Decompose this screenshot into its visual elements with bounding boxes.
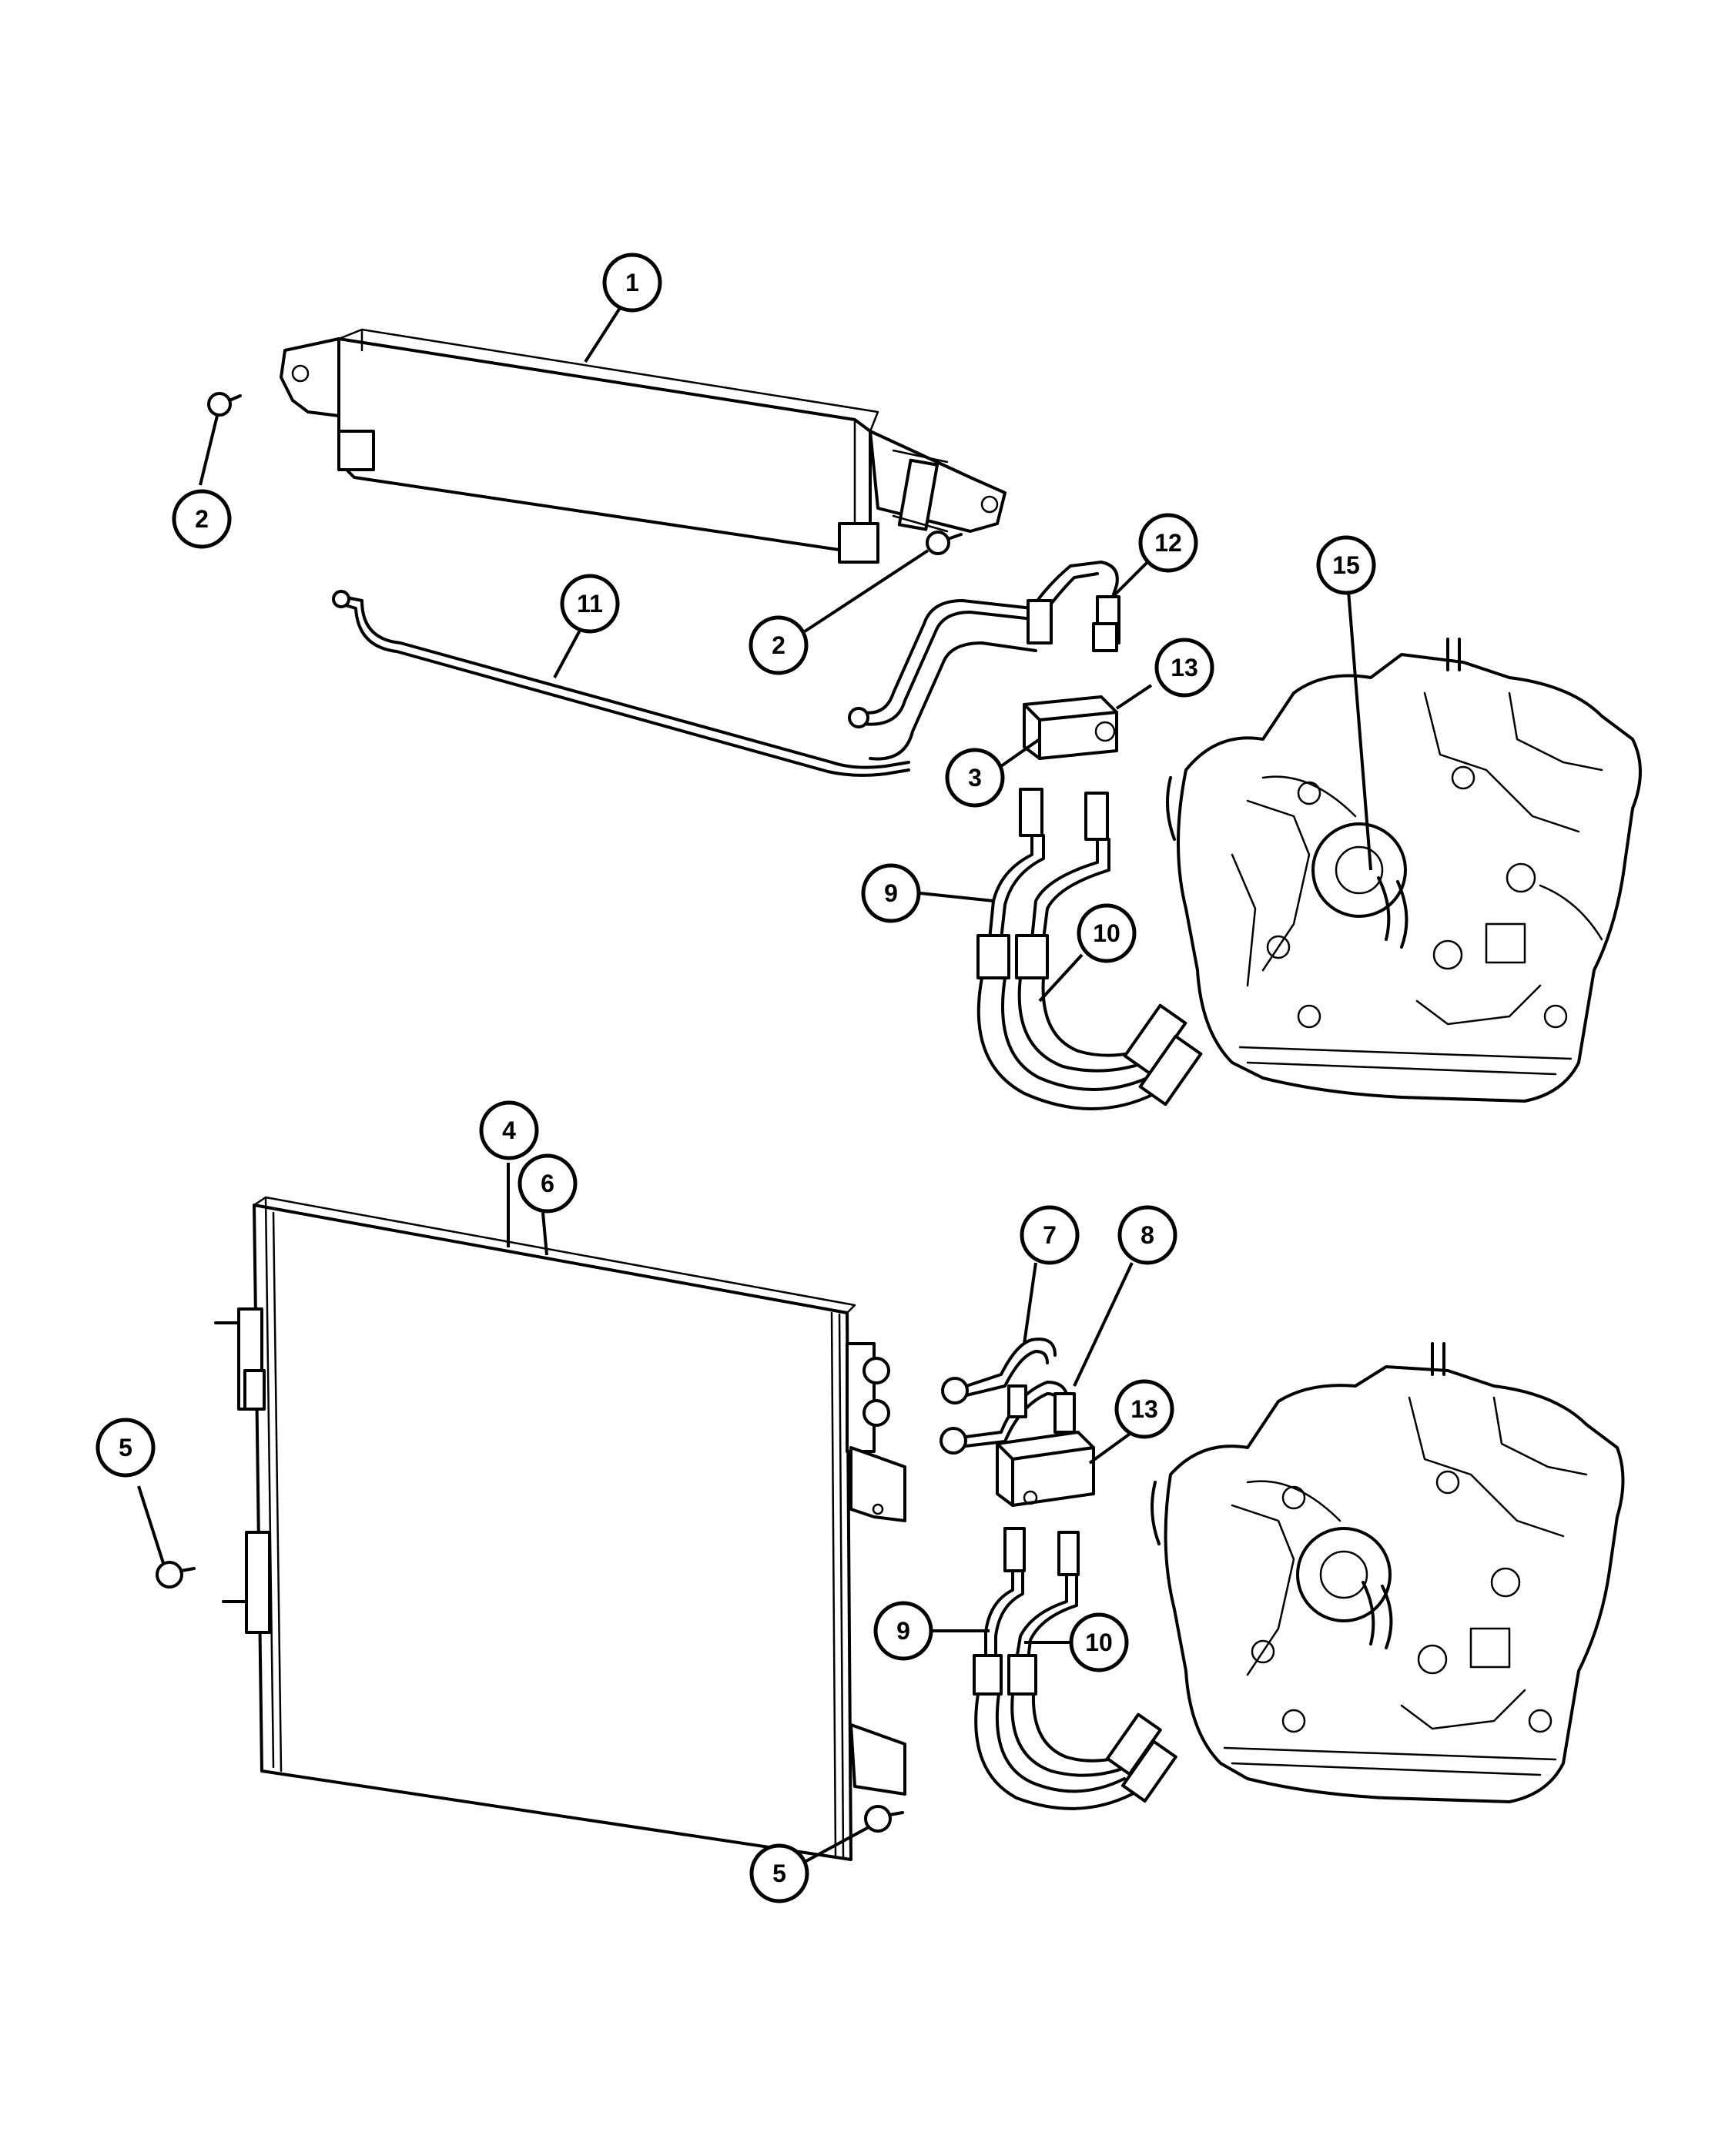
svg-text:8: 8	[1141, 1221, 1154, 1249]
callout-5-left: 5	[95, 1418, 156, 1478]
bolt-upper-right	[926, 531, 963, 555]
svg-text:10: 10	[1093, 919, 1120, 947]
svg-text:6: 6	[541, 1170, 554, 1197]
transmission-tubes-upper	[848, 561, 1120, 761]
callout-9-upper: 9	[861, 863, 921, 923]
bolt-lower-left	[156, 1561, 196, 1589]
callout-9-lower: 9	[873, 1601, 933, 1661]
callout-2-upper-right: 2	[749, 615, 809, 675]
svg-text:10: 10	[1085, 1629, 1113, 1656]
callout-7: 7	[1020, 1205, 1080, 1265]
callout-13-lower: 13	[1114, 1379, 1174, 1439]
svg-text:3: 3	[968, 764, 982, 792]
oil-cooler	[280, 328, 1007, 564]
hoses-lower	[973, 1527, 1177, 1810]
svg-text:5: 5	[772, 1860, 786, 1887]
callout-11: 11	[560, 574, 620, 634]
svg-text:1: 1	[625, 269, 639, 296]
svg-text:12: 12	[1154, 529, 1182, 557]
bolt-upper-left	[207, 392, 242, 417]
callout-5-right: 5	[749, 1843, 809, 1903]
leader-lines	[137, 306, 1372, 1863]
cooler-line	[332, 590, 910, 777]
transaxle-upper	[1166, 638, 1642, 1103]
callout-6: 6	[518, 1153, 578, 1214]
callout-15: 15	[1316, 535, 1376, 595]
svg-text:9: 9	[884, 879, 898, 907]
svg-text:15: 15	[1332, 551, 1360, 579]
tube-support-block-lower	[996, 1431, 1095, 1507]
transmission-tubes-lower	[940, 1337, 1076, 1455]
callout-10-lower: 10	[1069, 1612, 1129, 1672]
callout-3: 3	[945, 748, 1005, 808]
svg-text:2: 2	[195, 505, 209, 533]
svg-text:13: 13	[1171, 654, 1198, 681]
svg-text:2: 2	[772, 631, 785, 659]
transaxle-lower	[1151, 1342, 1625, 1803]
bolt-lower-right	[864, 1805, 904, 1833]
callout-12: 12	[1138, 513, 1198, 573]
svg-text:13: 13	[1130, 1395, 1158, 1423]
svg-text:4: 4	[502, 1116, 516, 1144]
callout-8: 8	[1117, 1205, 1177, 1265]
svg-text:11: 11	[577, 590, 603, 618]
svg-text:9: 9	[896, 1617, 910, 1645]
condenser-cooler-assembly	[214, 1196, 906, 1861]
callout-10-upper: 10	[1077, 903, 1137, 963]
svg-text:5: 5	[119, 1434, 132, 1461]
callout-13-upper: 13	[1154, 638, 1214, 698]
svg-text:7: 7	[1043, 1221, 1057, 1249]
callout-4: 4	[479, 1100, 539, 1160]
tube-support-block-upper	[1023, 695, 1118, 760]
hoses-upper	[976, 788, 1203, 1110]
callout-1: 1	[602, 253, 662, 313]
callout-2-upper-left: 2	[172, 489, 232, 549]
